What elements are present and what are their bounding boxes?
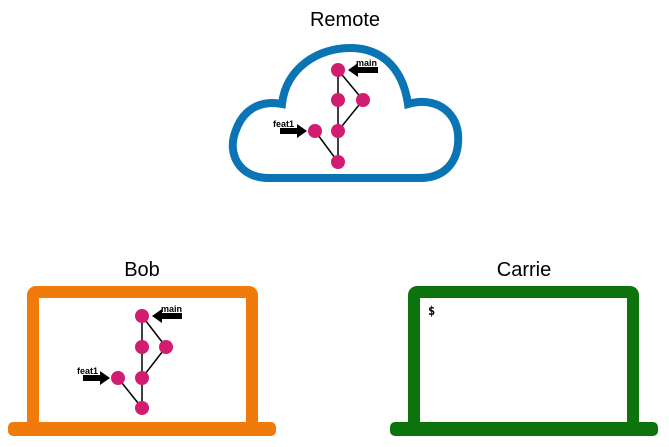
remote-main-pointer: main <box>348 58 378 77</box>
remote-feat1-pointer: feat1 <box>273 119 307 138</box>
cloud-icon <box>228 43 463 182</box>
remote-title: Remote <box>310 9 380 31</box>
remote-commit <box>331 63 345 77</box>
bob-commit <box>111 371 125 385</box>
bob-commit <box>135 340 149 354</box>
remote-main-label: main <box>356 58 377 68</box>
arrow-right-icon <box>83 371 110 385</box>
bob-group: Bob main feat1 <box>8 259 276 436</box>
bob-commit <box>135 371 149 385</box>
carrie-group: Carrie $ <box>390 259 658 436</box>
remote-group: Remote main feat1 <box>228 9 463 182</box>
bob-feat1-label: feat1 <box>77 366 98 376</box>
bob-commit <box>135 401 149 415</box>
remote-commit <box>331 93 345 107</box>
arrow-right-icon <box>280 124 307 138</box>
laptop-icon <box>390 286 658 436</box>
carrie-laptop-base <box>390 422 658 436</box>
arrow-left-icon <box>152 309 182 323</box>
remote-commit <box>331 124 345 138</box>
bob-commit-graph <box>111 309 173 415</box>
bob-main-pointer: main <box>152 304 182 323</box>
arrow-left-icon <box>348 63 378 77</box>
bob-laptop-base <box>8 422 276 436</box>
bob-feat1-pointer: feat1 <box>77 366 110 385</box>
bob-title: Bob <box>124 259 160 281</box>
carrie-terminal-prompt: $ <box>428 304 435 318</box>
bob-main-label: main <box>161 304 182 314</box>
remote-commit-graph <box>308 63 370 169</box>
carrie-title: Carrie <box>497 259 551 281</box>
remote-commit <box>331 155 345 169</box>
remote-commit <box>308 124 322 138</box>
remote-feat1-label: feat1 <box>273 119 294 129</box>
remote-commit <box>356 93 370 107</box>
bob-commit <box>159 340 173 354</box>
bob-commit <box>135 309 149 323</box>
carrie-laptop-screen <box>408 286 639 434</box>
